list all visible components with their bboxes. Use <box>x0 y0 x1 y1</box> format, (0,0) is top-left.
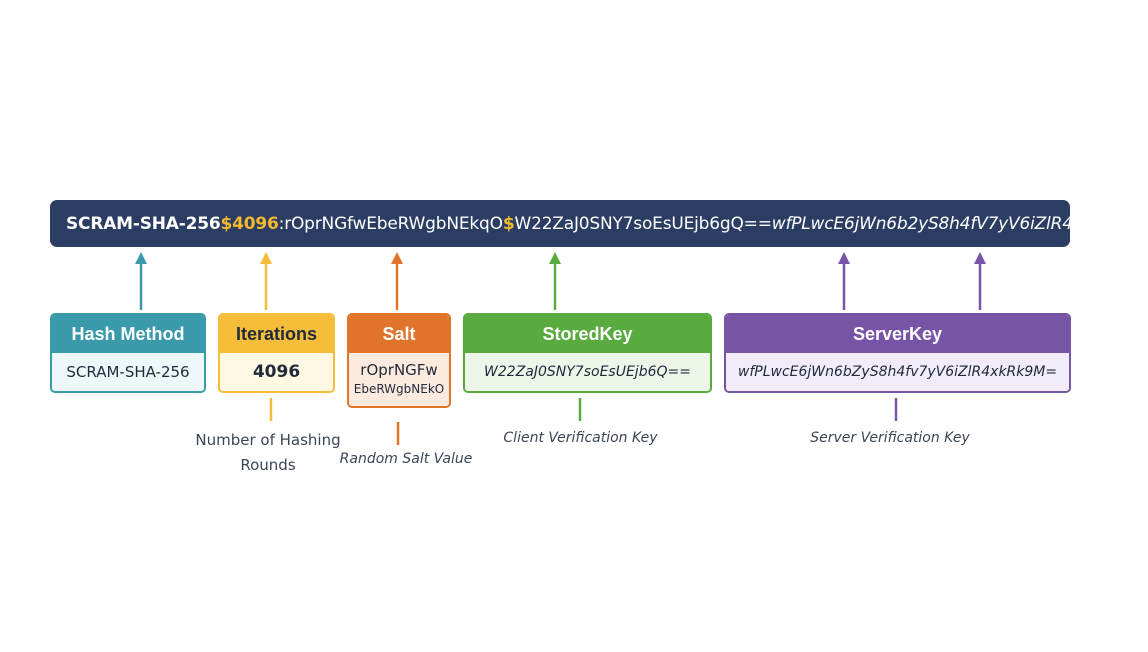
salt-title: Salt <box>349 315 449 353</box>
server-key-segment: wfPLwcE6jWn6b2yS8h4fV7yV6iZlR4f <box>771 213 1070 234</box>
stored-key-card: StoredKey W22ZaJ0SNY7soEsUEjb6Q== <box>463 313 712 393</box>
iterations-arrow <box>260 252 272 310</box>
iterations-title: Iterations <box>220 315 333 353</box>
salt-value: rOprNGFw EbeRWgbNEkO <box>349 353 449 406</box>
hash-method-segment: SCRAM-SHA-256 <box>66 213 221 234</box>
server-key-card: ServerKey wfPLwcE6jWn6bZyS8h4fv7yV6iZlR4… <box>724 313 1071 393</box>
stored-key-segment: W22ZaJ0SNY7soEsUEjb6gQ== <box>514 213 772 234</box>
server-key-caption: Server Verification Key <box>810 430 970 446</box>
salt-value-line-1: rOprNGFw <box>360 360 438 379</box>
hash-method-value: SCRAM-SHA-256 <box>52 353 204 391</box>
stored-key-caption: Client Verification Key <box>503 430 658 446</box>
iterations-segment: 4096 <box>232 213 279 234</box>
dollar-separator-2: $ <box>502 213 515 234</box>
salt-card: Salt rOprNGFw EbeRWgbNEkO <box>347 313 451 408</box>
stored-key-value: W22ZaJ0SNY7soEsUEjb6Q== <box>465 353 710 391</box>
hash-method-card: Hash Method SCRAM-SHA-256 <box>50 313 206 393</box>
salt-value-line-2: EbeRWgbNEkO <box>353 381 445 396</box>
stored-key-arrow <box>549 252 561 310</box>
server-key-arrow-2 <box>974 252 986 310</box>
scram-hash-string: SCRAM-SHA-256$4096:rOprNGfwEbeRWgbNEkqO$… <box>50 200 1070 247</box>
dollar-separator: $ <box>220 213 233 234</box>
hash-method-arrow <box>135 252 147 310</box>
server-key-value: wfPLwcE6jWn6bZyS8h4fv7yV6iZlR4xkRk9M= <box>726 353 1069 391</box>
iterations-caption: Number of Hashing Rounds <box>195 431 341 474</box>
server-key-arrow-1 <box>838 252 850 310</box>
salt-caption: Random Salt Value <box>339 451 473 467</box>
colon-separator: : <box>278 213 285 234</box>
salt-arrow <box>391 252 403 310</box>
stored-key-title: StoredKey <box>465 315 710 353</box>
server-key-title: ServerKey <box>726 315 1069 353</box>
hash-method-title: Hash Method <box>52 315 204 353</box>
iterations-value: 4096 <box>220 353 333 391</box>
salt-segment: rOprNGfwEbeRWgbNEkqO <box>284 213 503 234</box>
iterations-card: Iterations 4096 <box>218 313 335 393</box>
